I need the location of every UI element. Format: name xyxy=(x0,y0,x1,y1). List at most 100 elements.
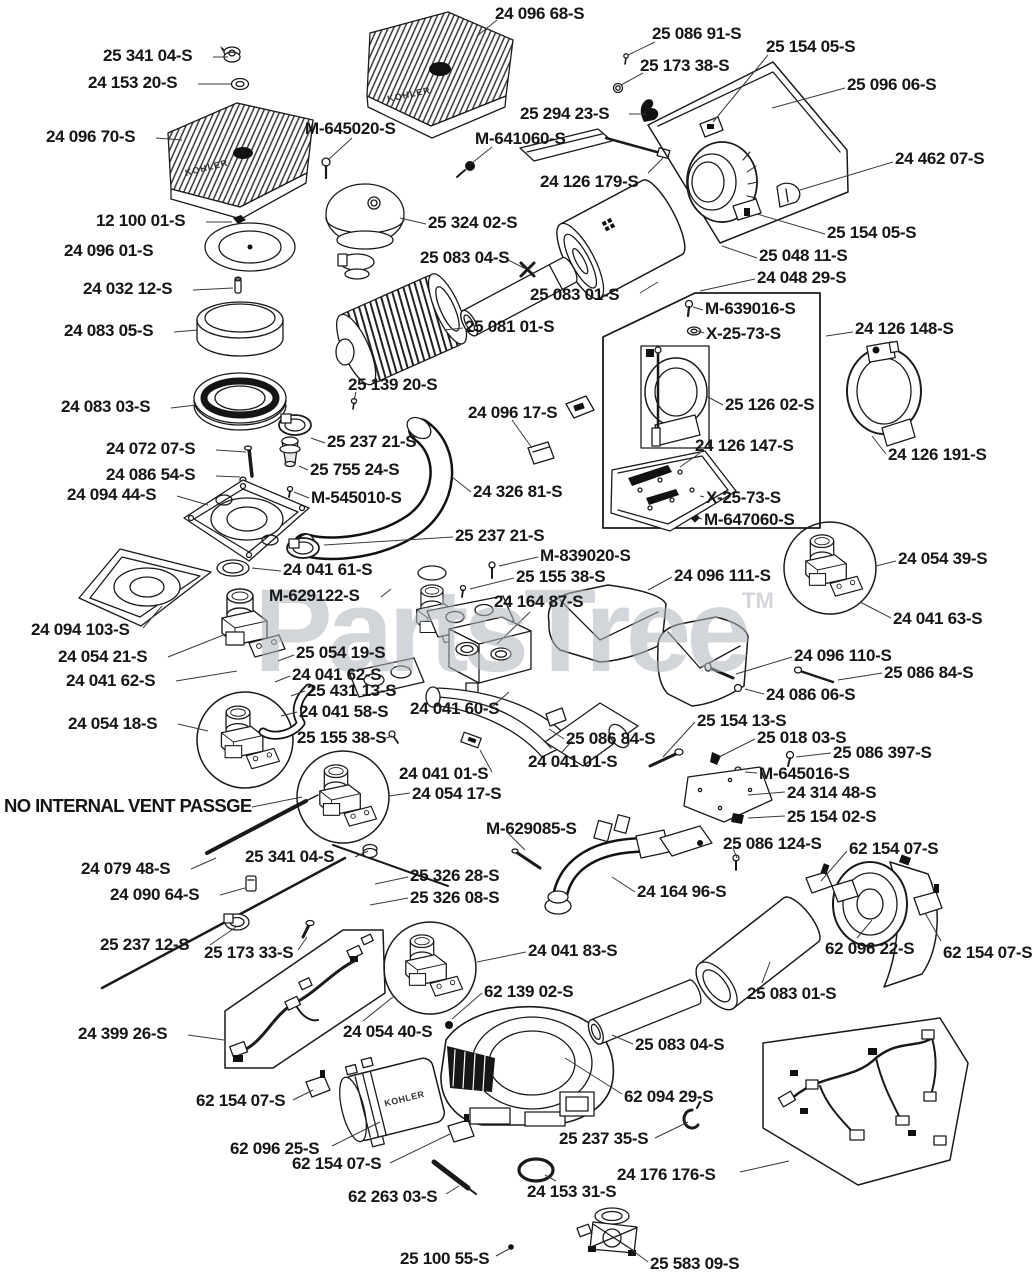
part-label: 62 263 03-S xyxy=(348,1187,438,1206)
rods-lower-left-art xyxy=(100,794,449,990)
part-label: 25 086 84-S xyxy=(884,663,974,682)
part-label: 25 173 38-S xyxy=(640,56,730,75)
part-label: 25 126 02-S xyxy=(725,395,815,414)
leader-line xyxy=(192,287,234,291)
part-label: 12 100 01-S xyxy=(96,211,186,230)
leader-line xyxy=(170,404,197,409)
leader-line xyxy=(451,476,472,493)
clamp-wedges-bottom-art xyxy=(305,1070,475,1143)
leader-line xyxy=(354,850,369,858)
part-label: 25 054 19-S xyxy=(296,643,386,662)
leader-line xyxy=(476,19,498,37)
leader-line xyxy=(747,815,786,819)
leader-line xyxy=(611,1034,634,1045)
part-label: 24 041 58-S xyxy=(299,702,389,721)
misc-bottom-art xyxy=(431,1101,701,1256)
leader-line xyxy=(388,792,411,797)
leader-line xyxy=(142,605,163,629)
leader-line xyxy=(187,1034,225,1041)
part-label: 25 081 01-S xyxy=(465,317,555,336)
leader-line xyxy=(627,1246,649,1263)
part-label: 24 096 68-S xyxy=(495,4,585,23)
part-label: 25 431 13-S xyxy=(307,681,397,700)
leader-line xyxy=(380,588,392,598)
part-label: 24 041 01-S xyxy=(528,752,618,771)
part-label: 25 294 23-S xyxy=(520,104,610,123)
part-label: M-639016-S xyxy=(705,299,796,318)
leader-line xyxy=(871,435,887,455)
leader-line xyxy=(274,675,291,683)
leader-line xyxy=(627,41,656,56)
part-label: M-645016-S xyxy=(759,764,850,783)
part-label: 25 324 02-S xyxy=(428,213,518,232)
part-label: M-629122-S xyxy=(269,586,360,605)
leader-line xyxy=(173,329,199,333)
part-label: 25 154 05-S xyxy=(766,37,856,56)
part-label: 25 154 02-S xyxy=(787,807,877,826)
leader-line xyxy=(548,728,565,740)
leader-line xyxy=(215,475,241,478)
part-label: 24 083 05-S xyxy=(64,321,154,340)
panel-mid-right-art xyxy=(602,292,821,532)
part-label: 25 237 12-S xyxy=(100,935,190,954)
leader-line xyxy=(331,1121,381,1147)
precleaner-art xyxy=(325,183,405,280)
leader-line xyxy=(735,656,793,675)
leader-line xyxy=(219,887,246,896)
filter-tube-top-art xyxy=(556,179,686,300)
part-label: 25 096 06-S xyxy=(847,75,937,94)
part-label: M-839020-S xyxy=(540,546,631,565)
leader-line xyxy=(479,749,493,773)
cover-shells-art xyxy=(547,584,835,707)
part-label: 25 083 01-S xyxy=(530,285,620,304)
leader-line xyxy=(692,306,704,311)
part-label: 24 041 61-S xyxy=(283,560,373,579)
part-label: 24 096 17-S xyxy=(468,403,558,422)
part-label: 25 083 04-S xyxy=(420,248,510,267)
leader-line xyxy=(795,752,832,758)
leader-line xyxy=(564,1057,623,1095)
part-label: 24 041 63-S xyxy=(893,609,983,628)
part-label: 24 086 54-S xyxy=(106,465,196,484)
part-label: 24 054 21-S xyxy=(58,647,148,666)
part-label: 25 139 20-S xyxy=(348,375,438,394)
part-label: 24 164 87-S xyxy=(494,592,584,611)
leader-line xyxy=(298,465,309,471)
part-label: 25 583 09-S xyxy=(650,1254,740,1273)
elbow-hose-art xyxy=(278,395,595,561)
leader-line xyxy=(495,1248,510,1257)
panel-top-right-art xyxy=(647,61,849,244)
leader-line xyxy=(639,281,659,294)
intake-tube-top-art xyxy=(460,256,578,337)
part-label: 24 072 07-S xyxy=(106,439,196,458)
part-label: 62 154 07-S xyxy=(849,839,939,858)
part-label: 24 094 44-S xyxy=(67,485,157,504)
part-label: 24 041 01-S xyxy=(399,764,489,783)
cover-top-middle-art: KOHLER xyxy=(366,11,514,139)
part-label: 24 176 176-S xyxy=(617,1165,716,1184)
leader-line xyxy=(771,87,846,109)
cover-top-left-art: KOHLER xyxy=(167,102,314,220)
part-label: 25 155 38-S xyxy=(297,728,387,747)
part-label: 25 326 28-S xyxy=(410,866,500,885)
leader-line xyxy=(662,721,696,758)
leader-line xyxy=(647,157,664,174)
leader-line xyxy=(277,654,295,662)
part-label: X-25-73-S xyxy=(706,324,781,343)
part-label: 24 054 17-S xyxy=(412,784,502,803)
part-label: 24 153 31-S xyxy=(527,1182,617,1201)
part-label: 25 083 01-S xyxy=(747,984,837,1003)
leader-line xyxy=(856,919,873,939)
leader-line xyxy=(176,495,209,506)
leader-line xyxy=(443,327,464,331)
base-plate-2-art xyxy=(78,548,212,627)
leader-line xyxy=(739,1160,790,1173)
part-label: 25 341 04-S xyxy=(103,46,193,65)
leader-line xyxy=(469,577,515,590)
leader-line xyxy=(327,137,353,161)
leader-line xyxy=(924,912,942,942)
leader-line xyxy=(679,452,701,468)
part-label: 24 399 26-S xyxy=(78,1024,168,1043)
leader-line xyxy=(761,961,771,984)
